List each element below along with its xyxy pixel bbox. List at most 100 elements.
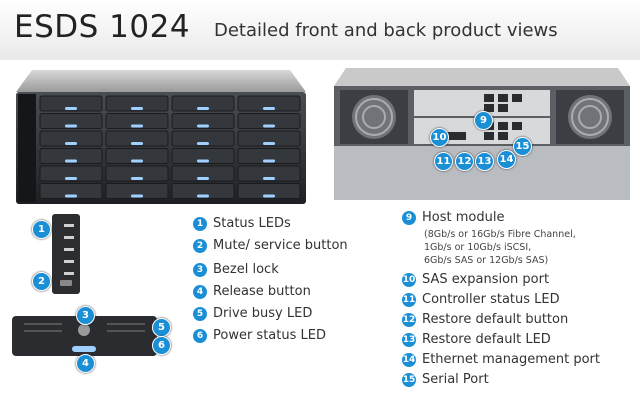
legend-item-host-module: 9 Host module — [402, 210, 504, 225]
legend-badge: 6 — [193, 328, 207, 343]
drive-tray — [237, 130, 301, 147]
legend-label: SAS expansion port — [422, 272, 550, 287]
drive-release-accent — [263, 194, 275, 198]
drive-release-accent — [263, 177, 275, 180]
host-module-detail-3: 6Gb/s SAS or 12Gb/s SAS) — [424, 255, 549, 266]
drive-release-accent — [131, 124, 143, 128]
drive-tray — [39, 95, 103, 112]
drive-release-accent — [197, 159, 209, 163]
legend-label: Status LEDs — [213, 216, 291, 231]
callout-6: 6 — [152, 336, 171, 355]
drive-release-accent — [131, 194, 143, 198]
legend-label: Serial Port — [422, 372, 489, 387]
drive-release-accent — [197, 142, 209, 145]
drive-release-accent — [131, 177, 143, 180]
legend-badge: 12 — [402, 312, 416, 327]
legend-badge: 5 — [193, 306, 207, 321]
legend-badge: 9 — [402, 210, 416, 225]
drive-tray — [237, 148, 301, 164]
drive-release-accent — [263, 124, 275, 128]
callout-14: 14 — [497, 150, 516, 169]
legend-item-power-status-led: 6 Power status LED — [193, 328, 326, 343]
legend-label: Controller status LED — [422, 292, 560, 307]
drive-tray — [39, 165, 103, 182]
drive-tray — [237, 113, 301, 129]
drive-release-accent — [197, 107, 209, 110]
legend-item-ethernet-management-port: 14 Ethernet management port — [402, 352, 600, 367]
legend-item-sas-expansion-port: 10 SAS expansion port — [402, 272, 549, 287]
drive-tray — [105, 130, 169, 147]
callout-13: 13 — [475, 152, 494, 171]
legend-label: Mute/ service button — [213, 238, 348, 253]
drive-release-accent — [131, 107, 143, 110]
legend-badge: 1 — [193, 216, 207, 231]
drive-release-accent — [65, 177, 77, 180]
drive-tray — [171, 165, 235, 182]
legend-label: Host module — [422, 210, 505, 225]
drive-tray — [171, 130, 235, 147]
legend-badge: 4 — [193, 284, 207, 299]
host-module-detail-1: (8Gb/s or 16Gb/s Fibre Channel, — [424, 229, 576, 240]
legend-badge: 11 — [402, 292, 416, 307]
callout-2: 2 — [32, 272, 51, 291]
legend-label: Bezel lock — [213, 262, 279, 277]
drive-tray — [171, 183, 235, 199]
drive-release-accent — [197, 124, 209, 128]
legend-item-mute-service-button: 2 Mute/ service button — [193, 238, 348, 253]
legend-label: Drive busy LED — [213, 306, 313, 321]
drive-release-accent — [65, 194, 77, 198]
page-title: ESDS 1024 — [14, 9, 191, 45]
drive-tray — [105, 95, 169, 112]
legend-item-drive-busy-led: 5 Drive busy LED — [193, 306, 312, 321]
legend-item-restore-default-led: 13 Restore default LED — [402, 332, 551, 347]
callout-4: 4 — [76, 354, 95, 373]
legend-label: Release button — [213, 284, 311, 299]
drive-tray — [237, 165, 301, 182]
legend-item-status-leds: 1 Status LEDs — [193, 216, 291, 231]
callout-15: 15 — [513, 137, 532, 156]
legend-badge: 10 — [402, 272, 416, 287]
drive-tray — [237, 95, 301, 112]
drive-tray — [105, 113, 169, 129]
front-view-image — [16, 70, 306, 204]
legend-badge: 13 — [402, 332, 416, 347]
callout-10: 10 — [430, 128, 449, 147]
legend-label: Power status LED — [213, 328, 326, 343]
status-panel-image — [52, 214, 80, 294]
legend-label: Restore default LED — [422, 332, 551, 347]
drive-tray — [39, 113, 103, 129]
legend-item-bezel-lock: 3 Bezel lock — [193, 262, 279, 277]
drive-release-accent — [65, 107, 77, 110]
drive-release-accent — [263, 107, 275, 110]
legend-label: Restore default button — [422, 312, 569, 327]
drive-tray-image — [12, 316, 157, 356]
drive-release-accent — [65, 142, 77, 145]
drive-tray — [39, 130, 103, 147]
drive-tray — [171, 113, 235, 129]
drive-release-accent — [197, 177, 209, 180]
legend-item-controller-status-led: 11 Controller status LED — [402, 292, 560, 307]
drive-tray — [105, 148, 169, 164]
callout-1: 1 — [32, 220, 51, 239]
drive-tray — [237, 183, 301, 199]
callout-3: 3 — [76, 306, 95, 325]
legend-item-release-button: 4 Release button — [193, 284, 311, 299]
back-view-image — [334, 68, 630, 200]
legend-badge: 14 — [402, 352, 416, 367]
drive-release-accent — [197, 194, 209, 198]
callout-11: 11 — [434, 152, 453, 171]
legend-item-restore-default-button: 12 Restore default button — [402, 312, 568, 327]
legend-label: Ethernet management port — [422, 352, 600, 367]
drive-release-accent — [131, 159, 143, 163]
drive-tray — [39, 148, 103, 164]
legend-badge: 2 — [193, 238, 207, 253]
drive-tray — [171, 95, 235, 112]
header: ESDS 1024 Detailed front and back produc… — [0, 0, 640, 60]
drive-tray — [105, 183, 169, 199]
callout-12: 12 — [455, 152, 474, 171]
drive-release-accent — [131, 142, 143, 145]
page-subtitle: Detailed front and back product views — [214, 20, 558, 41]
callout-9: 9 — [474, 111, 493, 130]
legend-badge: 3 — [193, 262, 207, 277]
